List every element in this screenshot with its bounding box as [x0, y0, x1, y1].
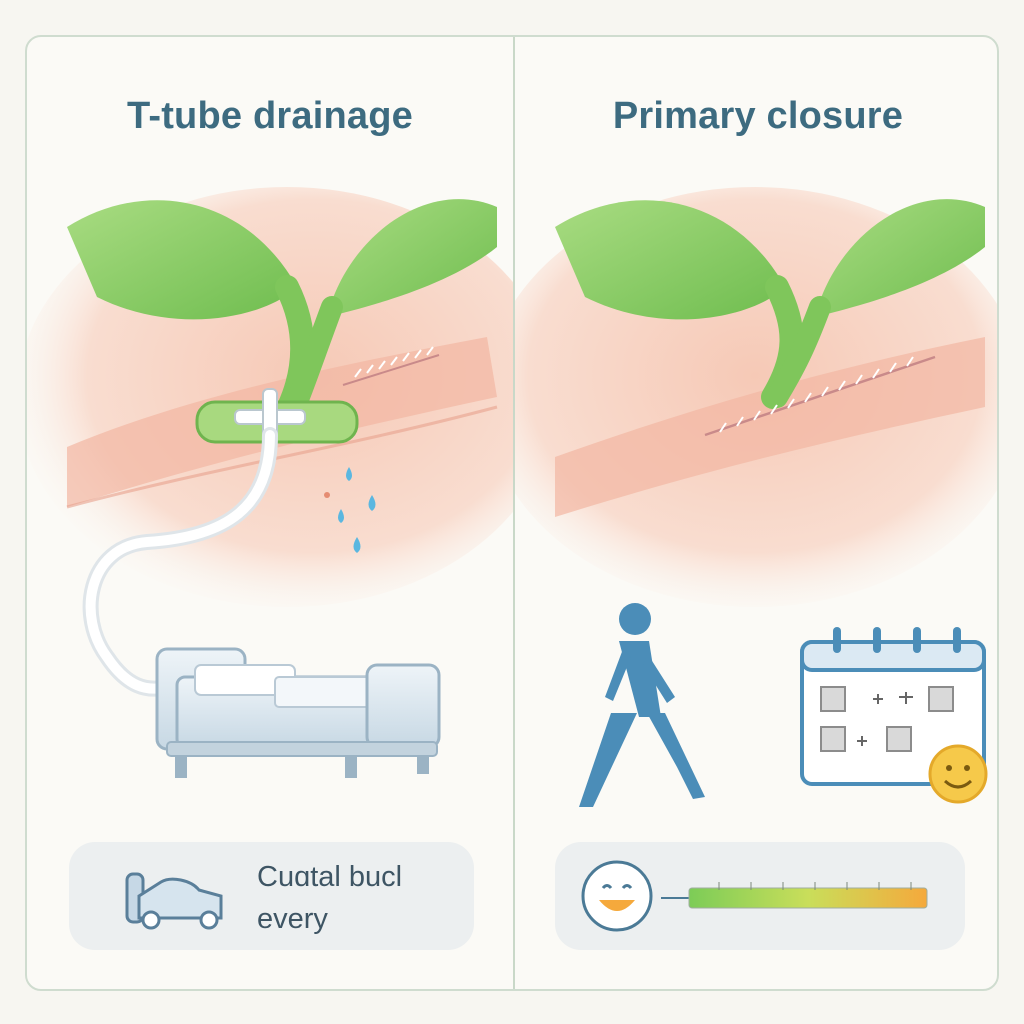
comparison-figure: T-tube drainage: [25, 35, 999, 991]
calendar-icon: [800, 627, 986, 786]
smiley-icon: [928, 744, 988, 804]
hospital-bed-icon: [155, 647, 441, 778]
right-panel-title: Primary closure: [612, 95, 904, 137]
walking-person-icon: [579, 603, 705, 807]
left-caption: Cuɑtal bucl every: [257, 856, 402, 940]
t-tube-icon: [234, 388, 306, 438]
bile-drops-icon: [324, 467, 376, 553]
primary-suture-line: [704, 355, 936, 437]
bed-small-icon: [125, 872, 223, 930]
left-panel-title: T-tube drainage: [127, 95, 413, 137]
right-caption-box: [555, 842, 965, 950]
left-panel-illustration: [27, 187, 513, 778]
right-panel-illustration: [515, 187, 997, 807]
recovery-scale-icon: [581, 860, 928, 932]
gallbladder-left-lobe: [67, 200, 297, 320]
left-caption-line-2: every: [257, 903, 328, 935]
gallbladder-left-lobe: [555, 200, 785, 320]
smiley-icon: [581, 860, 653, 932]
panel-divider: [513, 37, 515, 989]
left-caption-line-1: Cuɑtal bucl: [257, 861, 403, 893]
gallbladder-right-lobe: [815, 199, 985, 317]
gallbladder-right-lobe: [327, 199, 497, 317]
suture-line: [342, 354, 440, 386]
left-caption-box: Cuɑtal bucl every: [69, 842, 474, 950]
